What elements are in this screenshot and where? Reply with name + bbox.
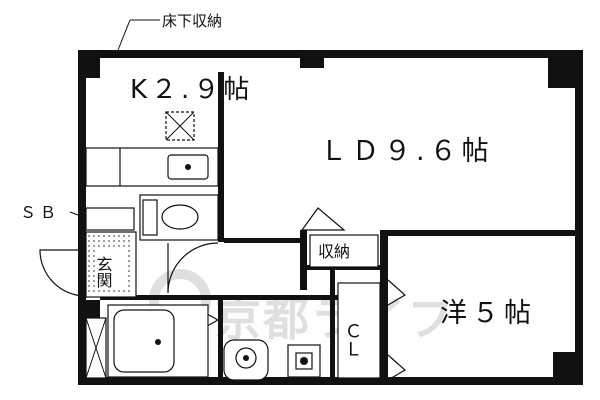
western-room-label: 洋５帖 xyxy=(440,298,536,329)
bathroom xyxy=(107,304,209,378)
living-dining-label: ＬＤ９.６帖 xyxy=(320,136,494,167)
kitchen-counter xyxy=(85,147,219,187)
toilet-room xyxy=(139,194,219,241)
bathtub xyxy=(113,309,175,373)
underfloor-storage-label: 床下収納 xyxy=(162,12,222,30)
shoe-box xyxy=(69,207,135,231)
closet-box xyxy=(337,282,381,379)
entrance-area xyxy=(85,231,137,298)
kitchen-label: K２.９帖 xyxy=(130,75,253,105)
washroom xyxy=(223,339,321,381)
bath-storage xyxy=(85,317,107,379)
shoe-box-label: ＳＢ xyxy=(20,203,60,222)
closet-label: ＣＬ xyxy=(342,322,363,358)
entrance-label: 玄関 xyxy=(94,256,113,289)
storage-box xyxy=(309,234,379,268)
toilet xyxy=(161,204,199,230)
windows xyxy=(100,53,581,345)
entrance-door xyxy=(39,249,87,297)
underfloor-hatch xyxy=(165,111,195,141)
underfloor-leader xyxy=(117,19,160,51)
storage-label: 収納 xyxy=(318,242,350,261)
